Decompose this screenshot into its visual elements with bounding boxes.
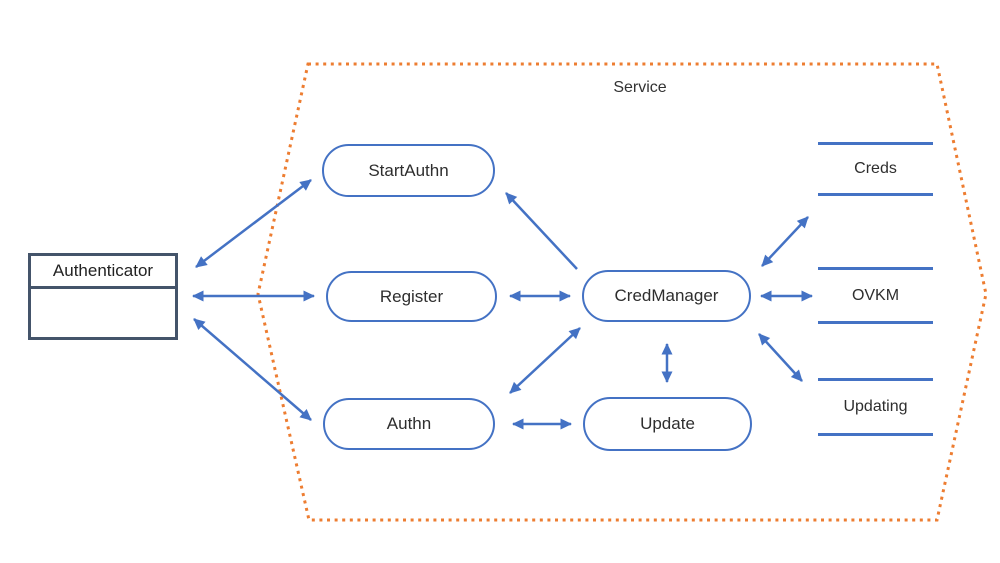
node-start-authn: StartAuthn — [322, 144, 495, 197]
store-ovkm: OVKM — [818, 267, 933, 324]
node-update: Update — [583, 397, 752, 451]
store-creds: Creds — [818, 142, 933, 196]
authenticator-box: Authenticator — [28, 253, 178, 340]
edge-credmanager-creds — [761, 216, 809, 267]
edge-authenticator-authn — [193, 318, 312, 421]
edge-authn-credmanager — [509, 327, 581, 394]
authenticator-body — [31, 289, 175, 340]
node-register: Register — [326, 271, 497, 322]
edge-credmanager-startauthn — [505, 192, 578, 270]
authenticator-label: Authenticator — [31, 256, 175, 289]
node-authn: Authn — [323, 398, 495, 450]
edge-credmanager-updating — [758, 333, 803, 382]
service-boundary-label: Service — [613, 79, 667, 96]
node-cred-manager: CredManager — [582, 270, 751, 322]
edge-authenticator-startauthn — [195, 179, 312, 268]
store-updating: Updating — [818, 378, 933, 436]
